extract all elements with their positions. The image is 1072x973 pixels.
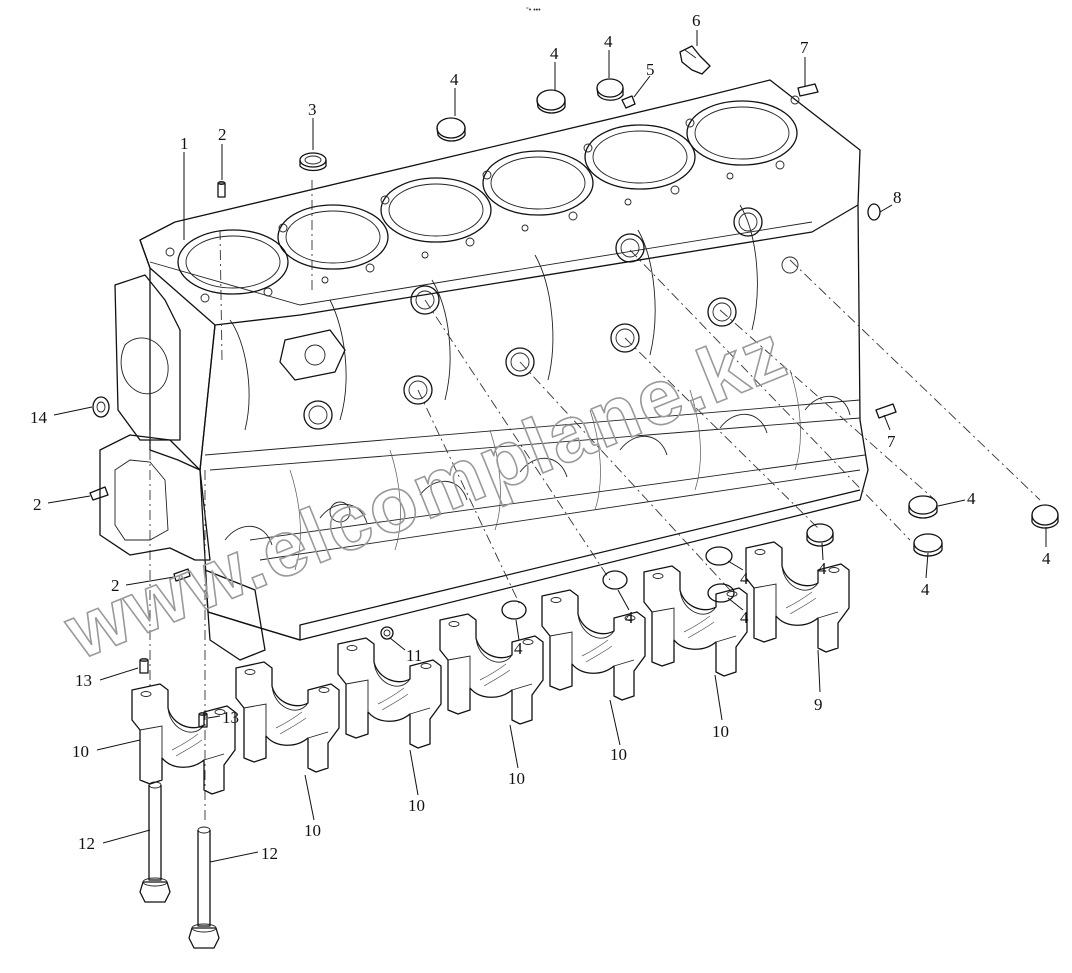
bearing-saddles xyxy=(224,395,851,546)
part-4-plug-cup-2 xyxy=(536,89,566,114)
bearing-cap-6 xyxy=(643,565,748,677)
part-6-sensor-fitting xyxy=(679,45,711,75)
part-11-plug xyxy=(380,626,394,640)
part-3-ring-top xyxy=(299,152,327,172)
callout-7: 7 xyxy=(800,38,809,57)
part-7-dowel-upper xyxy=(797,83,819,97)
callout-3: 3 xyxy=(308,100,317,119)
callout-labels: 1 2 2 2 3 4 4 4 4 4 4 4 4 4 4 4 4 4 4 5 … xyxy=(30,11,1051,863)
callout-10: 10 xyxy=(408,796,425,815)
bearing-cap-4 xyxy=(439,613,544,725)
callout-4: 4 xyxy=(604,32,613,51)
cylinder-wall-bulges xyxy=(229,204,801,571)
callout-10: 10 xyxy=(508,769,525,788)
part-12-bolt-right xyxy=(188,826,220,949)
callout-4: 4 xyxy=(550,44,559,63)
header-mark: °• ••• xyxy=(526,6,541,14)
callout-13: 13 xyxy=(222,708,239,727)
part-14-nut xyxy=(92,396,110,418)
callout-2: 2 xyxy=(218,125,227,144)
part-4-cup-right-5 xyxy=(705,546,733,566)
part-4-cup-mid-1 xyxy=(602,570,628,590)
callout-2: 2 xyxy=(111,576,120,595)
part-4-cup-right-2 xyxy=(908,495,938,519)
callout-10: 10 xyxy=(72,742,89,761)
part-5-small-pin xyxy=(621,95,636,109)
part-12-bolt-left xyxy=(139,781,171,903)
leader-lines xyxy=(47,30,1047,863)
cylinder-bores xyxy=(177,100,798,295)
bearing-cap-1 xyxy=(131,683,236,795)
callout-13: 13 xyxy=(75,671,92,690)
callout-4: 4 xyxy=(740,608,749,627)
callout-14: 14 xyxy=(30,408,48,427)
callout-4: 4 xyxy=(514,639,523,658)
callout-9: 9 xyxy=(814,695,823,714)
callout-8: 8 xyxy=(893,188,902,207)
part-4-plug-cup-1 xyxy=(436,117,466,142)
callout-11: 11 xyxy=(406,646,422,665)
side-bosses xyxy=(279,207,799,523)
part-4-cup-mid-2 xyxy=(501,600,527,620)
assembly-axis-lines xyxy=(149,180,1041,820)
callout-2: 2 xyxy=(33,495,42,514)
callout-7: 7 xyxy=(887,432,896,451)
bearing-cap-3 xyxy=(337,637,442,749)
bearing-cap-2 xyxy=(235,661,340,773)
callout-10: 10 xyxy=(304,821,321,840)
part-13-dowel-right xyxy=(198,711,208,728)
part-2-dowel-lower xyxy=(173,568,191,582)
part-4-plug-cup-3 xyxy=(596,78,624,101)
part-2-dowel-left xyxy=(89,486,109,501)
bearing-cap-5 xyxy=(541,589,646,701)
watermark-text: www.elcomplane.kz xyxy=(52,306,798,676)
callout-12: 12 xyxy=(261,844,278,863)
part-7-dowel-right xyxy=(875,403,897,419)
part-4-cup-right-4 xyxy=(806,523,834,547)
deck-bolt-holes xyxy=(165,95,800,303)
bearing-cap-7-thrust xyxy=(745,541,850,653)
callout-12: 12 xyxy=(78,834,95,853)
callout-4: 4 xyxy=(625,608,634,627)
part-13-dowel-left xyxy=(139,657,149,674)
callout-6: 6 xyxy=(692,11,701,30)
callout-1: 1 xyxy=(180,134,189,153)
callout-10: 10 xyxy=(712,722,729,741)
part-4-cup-right-3 xyxy=(913,533,943,557)
part-2-dowel-top xyxy=(217,181,226,198)
part-4-cup-right-6 xyxy=(707,583,735,603)
callout-4: 4 xyxy=(967,489,976,508)
part-8-plug xyxy=(867,203,881,221)
callout-4: 4 xyxy=(818,559,827,578)
cylinder-block xyxy=(99,79,869,661)
callout-10: 10 xyxy=(610,745,627,764)
callout-4: 4 xyxy=(1042,549,1051,568)
part-4-cup-right-1 xyxy=(1031,504,1059,529)
callout-4: 4 xyxy=(921,580,930,599)
callout-4: 4 xyxy=(450,70,459,89)
callout-4: 4 xyxy=(740,569,749,588)
callout-5: 5 xyxy=(646,60,655,79)
